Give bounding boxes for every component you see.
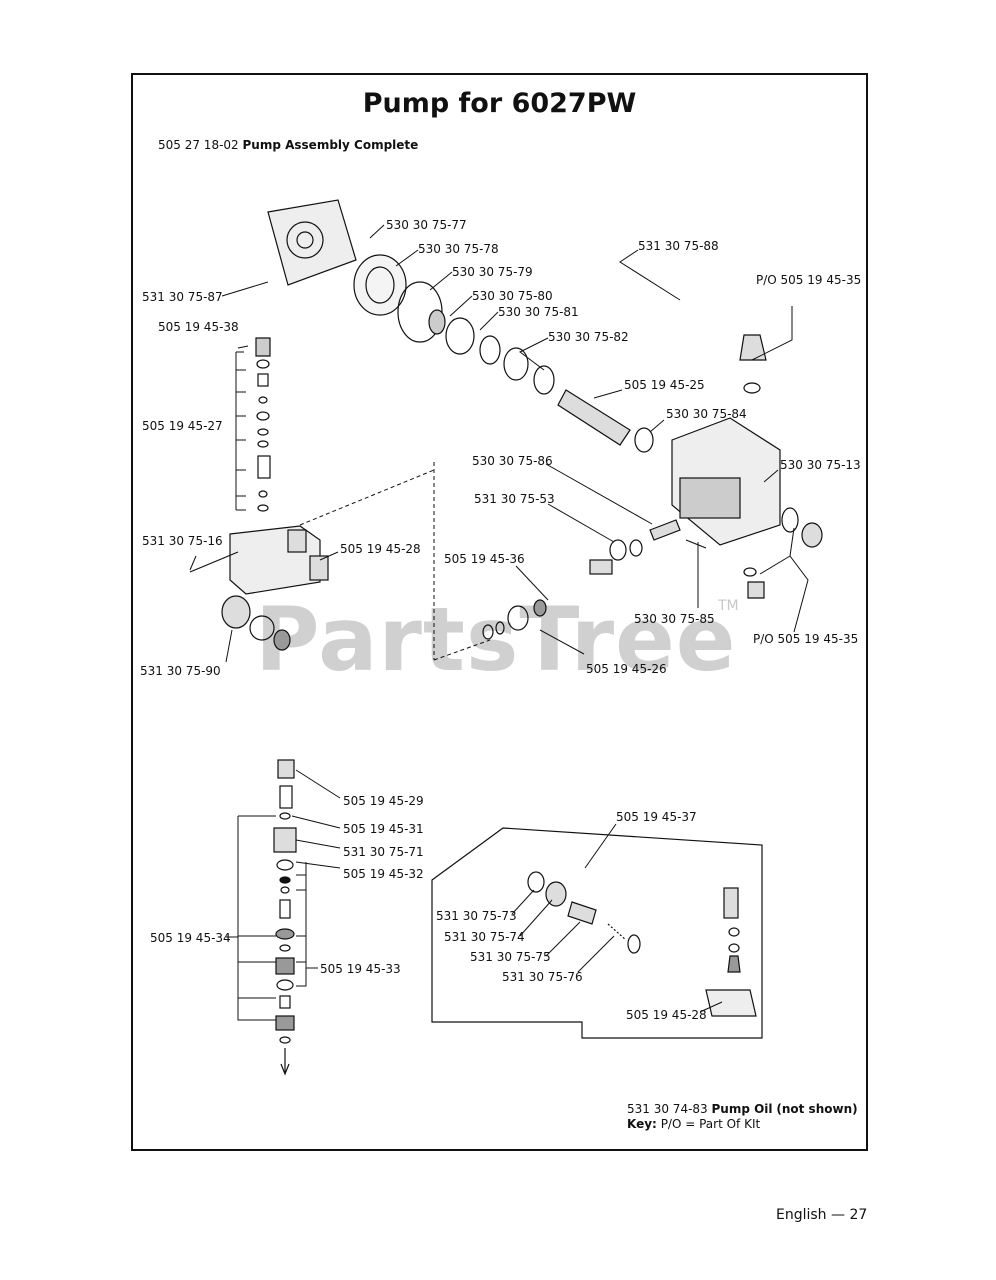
pump-oil-note: 531 30 74-83 Pump Oil (not shown) (627, 1102, 858, 1116)
callout-label: 530 30 75-80 (472, 289, 553, 303)
callout-label: 531 30 75-87 (142, 290, 223, 304)
callout-label: 505 19 45-31 (343, 822, 424, 836)
callout-label: 505 19 45-33 (320, 962, 401, 976)
callout-label: 530 30 75-82 (548, 330, 629, 344)
pump-oil-status: (not shown) (776, 1102, 858, 1116)
diagram-frame (131, 73, 868, 1151)
callout-label: 530 30 75-13 (780, 458, 861, 472)
callout-label: P/O 505 19 45-35 (756, 273, 862, 287)
callout-label: 505 19 45-36 (444, 552, 525, 566)
callout-label: 505 19 45-25 (624, 378, 705, 392)
callout-label: 505 19 45-37 (616, 810, 697, 824)
callout-label: 530 30 75-78 (418, 242, 499, 256)
callout-label: 530 30 75-81 (498, 305, 579, 319)
callout-label: 505 19 45-29 (343, 794, 424, 808)
assembly-number: 505 27 18-02 (158, 138, 239, 152)
assembly-label: 505 27 18-02 Pump Assembly Complete (158, 138, 418, 152)
callout-label: 505 19 45-28 (626, 1008, 707, 1022)
callout-label: 531 30 75-16 (142, 534, 223, 548)
callout-label: 531 30 75-75 (470, 950, 551, 964)
callout-label: 530 30 75-77 (386, 218, 467, 232)
callout-label: 530 30 75-85 (634, 612, 715, 626)
watermark: PartsTree (255, 588, 737, 691)
callout-label: 505 19 45-34 (150, 931, 231, 945)
callout-label: 530 30 75-79 (452, 265, 533, 279)
callout-label: 505 19 45-26 (586, 662, 667, 676)
callout-label: 531 30 75-71 (343, 845, 424, 859)
page-title: Pump for 6027PW (362, 88, 637, 119)
assembly-name: Pump Assembly Complete (242, 138, 419, 152)
callout-label: P/O 505 19 45-35 (753, 632, 859, 646)
callout-label: 505 19 45-32 (343, 867, 424, 881)
callout-label: 530 30 75-84 (666, 407, 747, 421)
key-label: Key: (627, 1117, 657, 1131)
callout-label: 531 30 75-88 (638, 239, 719, 253)
callout-label: 531 30 75-53 (474, 492, 555, 506)
callout-label: 531 30 75-73 (436, 909, 517, 923)
callout-label: 505 19 45-27 (142, 419, 223, 433)
key-text: P/O = Part Of KIt (660, 1117, 761, 1131)
pump-oil-number: 531 30 74-83 (627, 1102, 708, 1116)
callout-label: 531 30 75-90 (140, 664, 221, 678)
callout-label: 505 19 45-38 (158, 320, 239, 334)
pump-oil-name: Pump Oil (711, 1102, 773, 1116)
callout-label: 531 30 75-76 (502, 970, 583, 984)
watermark-tm: TM (718, 598, 739, 614)
key-note: Key: P/O = Part Of KIt (627, 1117, 760, 1131)
callout-label: 531 30 75-74 (444, 930, 525, 944)
callout-label: 505 19 45-28 (340, 542, 421, 556)
callout-label: 530 30 75-86 (472, 454, 553, 468)
page-footer: English — 27 (776, 1207, 868, 1223)
